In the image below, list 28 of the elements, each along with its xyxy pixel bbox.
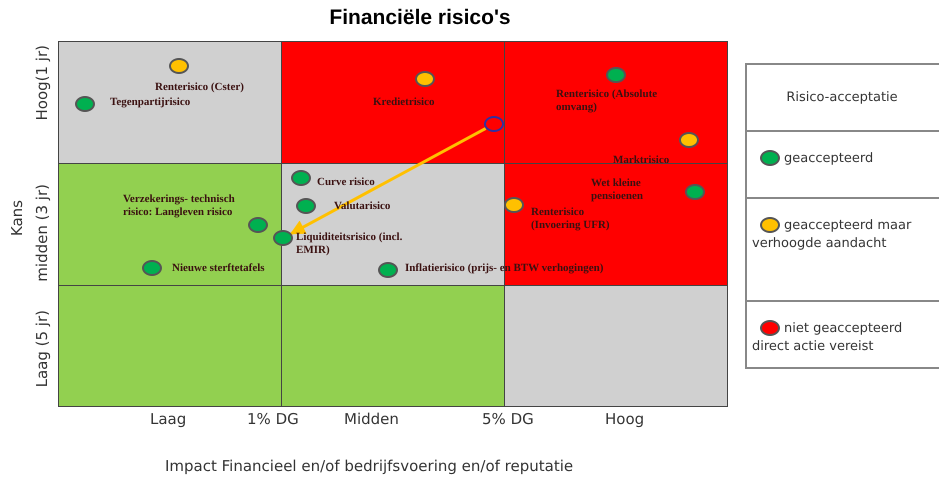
risk-label: Nieuwe sterftetafels bbox=[172, 262, 265, 275]
axis-title: Kans bbox=[8, 200, 26, 236]
axis-title: Impact Financieel en/of bedrijfsvoering en/of reputatie bbox=[165, 457, 574, 475]
risk-label: Renterisico (Invoering UFR) bbox=[531, 206, 611, 232]
tick-label: 1% DG bbox=[247, 410, 299, 428]
axis-label: midden (3 jr) bbox=[33, 184, 51, 282]
legend-text: geaccepteerd bbox=[783, 150, 874, 168]
risk-label: Verzekerings- technisch risico: Langleven risico bbox=[123, 193, 236, 219]
arrow bbox=[290, 127, 486, 235]
risk-label: Renterisico (Cster) bbox=[155, 81, 244, 94]
axis-label: Hoog(1 jr) bbox=[33, 45, 51, 121]
risk-label: Tegenpartijrisico bbox=[110, 96, 190, 109]
chart-title: Financiële risico's bbox=[328, 6, 512, 30]
axis-label: Laag (5 jr) bbox=[33, 310, 51, 388]
risk-label: Curve risico bbox=[317, 176, 375, 189]
tick-label: Laag bbox=[150, 410, 186, 428]
risk-label: Wet kleine pensioenen bbox=[591, 177, 644, 203]
risk-label: Kredietrisico bbox=[373, 96, 434, 109]
ring-marker bbox=[484, 116, 504, 132]
tick-label: Hoog bbox=[605, 410, 644, 428]
legend-text: geaccepteerd maar verhoogde aandacht bbox=[752, 217, 912, 253]
tick-label: 5% DG bbox=[482, 410, 534, 428]
risk-label: Liquiditeitsrisico (incl. EMIR) bbox=[296, 231, 404, 257]
legend-text: niet geaccepteerd direct actie vereist bbox=[752, 320, 904, 356]
risk-label: Renterisico (Absolute omvang) bbox=[556, 88, 658, 114]
risk-label: Marktrisico bbox=[613, 154, 670, 167]
legend-title: Risico-acceptatie bbox=[785, 90, 899, 105]
tick-label: Midden bbox=[344, 410, 399, 428]
